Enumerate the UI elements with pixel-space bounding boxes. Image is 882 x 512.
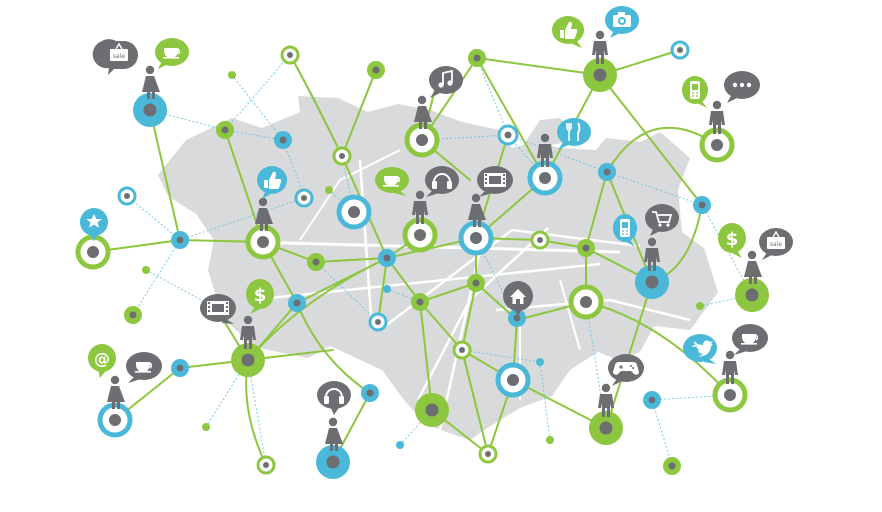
coffee-cup-icon (375, 167, 409, 196)
node-green-large (415, 393, 449, 427)
film-strip-icon (477, 166, 513, 197)
coffee-cup-icon (155, 38, 189, 69)
svg-text:@: @ (94, 349, 110, 368)
node-dot (546, 436, 554, 444)
node-green-small-ring (332, 146, 352, 166)
node-blue-medium (643, 391, 661, 409)
node-blue-small-ring (117, 186, 137, 206)
node-green-medium (124, 306, 142, 324)
node-green-small-ring (478, 444, 498, 464)
node-blue-medium (693, 196, 711, 214)
node-blue-ring (527, 160, 563, 196)
headphones-icon (317, 381, 351, 415)
node-dot (228, 71, 236, 79)
sale-tag-icon: sale (92, 39, 138, 75)
node-blue-large (316, 445, 350, 479)
network-nodes (75, 40, 769, 479)
node-green-medium (468, 49, 486, 67)
thumbs-up-icon (552, 16, 584, 48)
node-blue-medium (171, 359, 189, 377)
node-blue-small-ring (670, 40, 690, 60)
node-blue-small-ring (294, 188, 314, 208)
dollar-icon: $ (718, 223, 746, 258)
node-green-small-ring (256, 455, 276, 475)
headphones-icon (425, 166, 459, 197)
svg-text:$: $ (726, 229, 739, 250)
node-green-medium (467, 274, 485, 292)
node-blue-small-ring (497, 124, 519, 146)
node-green-ring (699, 127, 735, 163)
node-green-large (735, 278, 769, 312)
svg-text:$: $ (254, 285, 267, 306)
node-blue-small-ring (368, 312, 388, 332)
node-green-medium (663, 457, 681, 475)
node-green-large (589, 411, 623, 445)
node-blue-medium (378, 249, 396, 267)
node-blue-medium (274, 131, 292, 149)
node-green-small-ring (452, 340, 472, 360)
node-green-small-ring (280, 45, 300, 65)
coffee-cup-icon (126, 352, 162, 383)
mobile-phone-icon (613, 214, 637, 247)
shopping-cart-icon (645, 204, 679, 236)
music-note-icon (429, 66, 463, 98)
node-blue-ring (495, 362, 531, 398)
node-green-medium (307, 253, 325, 271)
fork-knife-icon (557, 118, 591, 150)
node-blue-medium (171, 231, 189, 249)
node-dot (536, 358, 544, 366)
node-blue-ring (97, 402, 133, 438)
node-green-small-ring (530, 230, 550, 250)
node-green-medium (216, 121, 234, 139)
node-green-ring (402, 217, 438, 253)
node-blue-medium (508, 309, 526, 327)
star-icon (80, 208, 108, 241)
twitter-bird-icon (683, 334, 717, 364)
node-dot (696, 302, 704, 310)
camera-icon (605, 6, 639, 38)
node-dot (142, 266, 150, 274)
node-green-ring (75, 234, 111, 270)
node-blue-medium (598, 163, 616, 181)
coffee-cup-icon (732, 324, 768, 355)
sale-label: sale (113, 53, 125, 60)
node-green-large (231, 343, 265, 377)
node-blue-medium (288, 294, 306, 312)
node-blue-large (635, 265, 669, 299)
city-map (158, 96, 718, 440)
node-green-ring (568, 284, 604, 320)
node-dot (325, 186, 333, 194)
thumbs-up-icon (257, 166, 287, 199)
mobile-phone-icon (682, 76, 708, 108)
node-green-medium (577, 239, 595, 257)
game-controller-icon (608, 354, 644, 386)
node-green-medium (367, 61, 385, 79)
dollar-icon: $ (246, 279, 274, 314)
node-dot (396, 441, 404, 449)
speech-bubbles: sale (80, 6, 793, 415)
node-blue-ring (458, 220, 494, 256)
home-icon (503, 281, 533, 316)
node-green-ring (245, 224, 281, 260)
sale-label: sale (770, 241, 782, 248)
node-blue-ring (336, 194, 372, 230)
node-blue-medium (361, 384, 379, 402)
node-green-ring (404, 122, 440, 158)
node-blue-large (133, 93, 167, 127)
film-strip-icon (200, 294, 236, 324)
at-sign-icon: @ (88, 344, 116, 378)
chat-dots-icon (724, 71, 760, 103)
node-green-large (583, 58, 617, 92)
sale-tag-icon: sale (759, 228, 793, 260)
node-dot (383, 285, 391, 293)
node-green-medium (411, 293, 429, 311)
node-dot (202, 423, 210, 431)
node-green-ring (712, 377, 748, 413)
